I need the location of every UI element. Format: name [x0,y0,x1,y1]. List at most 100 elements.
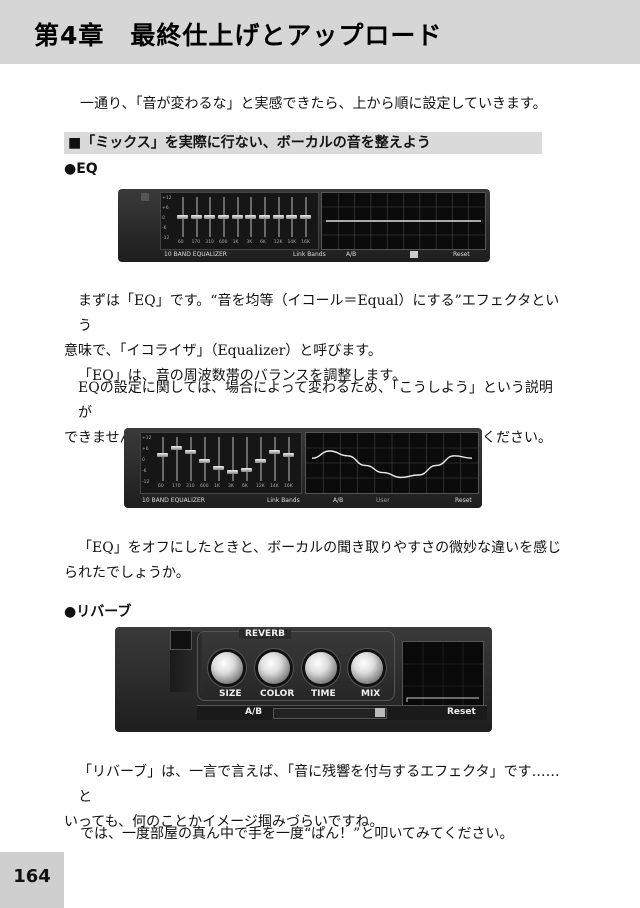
eq-band-freq-label: 170 [172,484,181,489]
mix-knob[interactable] [351,652,383,684]
eq-scale-label: -6 [162,226,167,231]
power-switch-icon[interactable] [141,193,149,201]
paragraph-line: EQの設定に関しては、場合によって変わるため、「こうしよう」という説明が [78,380,553,421]
eq-band-fader[interactable] [185,450,196,455]
eq-band-freq-label: 16K [301,240,310,245]
eq-scale-label: +12 [142,436,152,441]
eq-band-fader[interactable] [269,450,280,455]
eq-band-fader[interactable] [199,459,210,464]
time-knob[interactable] [305,652,337,684]
eq-band-track [218,437,220,481]
paragraph-line: いっても、何のことかイメージ掴みづらいですね。 [64,814,384,830]
eq-band-freq-label: 3K [228,484,234,489]
eq-band-freq-label: 16K [284,484,293,489]
paragraph-line: 「リバーブ」は、一言で言えば、「音に残響を付与するエフェクタ」です……と [78,764,560,805]
paragraph-line: 「EQ」は、音の周波数帯のバランスを調整します。 [78,368,407,384]
eq-band-fader[interactable] [217,215,229,219]
color-label: COLOR [260,689,295,699]
eq-plugin-name: 10 BAND EQUALIZER [164,251,227,258]
eq-band-freq-label: 310 [205,240,214,245]
eq-band-freq-label: 60 [177,240,184,245]
eq-band-freq-label: 14K [287,240,297,245]
page-number: 164 [0,852,64,908]
eq-scale-label: -6 [142,469,147,474]
eq-graph-svg [306,433,478,493]
ab-button[interactable]: A/B [346,251,357,258]
eq-band-fader[interactable] [259,215,271,219]
paragraph-eq-intro: まずは「EQ」です。“音を均等（イコール＝Equal）にする”エフェクタという … [64,289,564,389]
eq-plugin-name: 10 BAND EQUALIZER [142,497,205,504]
preset-select[interactable]: User [376,497,390,504]
eq-band-fader[interactable] [204,215,216,219]
paragraph-eq-off: 「EQ」をオフにしたときと、ボーカルの聞き取りやすさの微妙な違いを感じ られたで… [64,536,564,586]
eq-band-freq-label: 310 [186,484,195,489]
reverb-plugin: REVERB SIZE COLOR TIME MIX A/B Reset [115,627,492,732]
eq-band-track [288,437,290,481]
eq-band-fader[interactable] [283,452,294,457]
eq-band-fader[interactable] [255,459,266,464]
eq-band-fader[interactable] [157,452,168,457]
eq-band-track [162,437,164,481]
power-switch-icon[interactable] [170,630,192,650]
eq-band-fader[interactable] [300,215,312,219]
eq-band-fader[interactable] [213,465,224,470]
chapter-header: 第4章 最終仕上げとアップロード [0,0,640,64]
eq-band-freq-label: 14K [270,484,279,489]
eq-band-track [204,437,206,481]
eq-band-fader[interactable] [241,468,252,472]
reset-button[interactable]: Reset [447,707,476,717]
eq-band-freq-label: 600 [200,484,209,489]
eq-band-fader[interactable] [272,215,284,219]
dropdown-arrow-icon[interactable] [375,708,385,717]
eq-band-fader[interactable] [286,215,298,219]
reset-button[interactable]: Reset [453,251,470,258]
eq-band-fader[interactable] [245,215,257,219]
eq-scale-label: +6 [142,447,149,452]
eq-band-track [274,437,276,481]
eq-band-freq-label: 600 [218,240,228,245]
eq-band-freq-label: 12K [273,240,283,245]
eq-band-fader[interactable] [176,215,188,219]
eq-band-fader[interactable] [227,470,238,475]
eq-response-graph [321,192,486,250]
link-bands-button[interactable]: Link Bands [293,251,326,258]
paragraph-intro: 一通り、「音が変わるな」と実感できたら、上から順に設定していきます。 [80,92,580,117]
eq-band-freq-label: 60 [158,484,164,489]
eq-band-fader[interactable] [231,215,243,219]
subheading-reverb: ●リバーブ [64,604,132,620]
paragraph-line: 一通り、「音が変わるな」と実感できたら、上から順に設定していきます。 [80,96,547,112]
eq-band-track [260,437,262,481]
reverb-display [402,641,484,709]
dropdown-arrow-icon[interactable] [410,251,418,258]
size-knob[interactable] [211,652,243,684]
eq-band-fader[interactable] [171,446,182,450]
eq-scale-label: 0 [142,458,145,463]
paragraph-line: では、一度部屋の真ん中で手を一度“ぱん！”と叩いてみてください。 [80,826,514,842]
ab-button[interactable]: A/B [245,707,263,717]
preset-select[interactable] [273,708,387,719]
eq-band-freq-label: 1K [232,240,239,245]
reverb-decay-line [406,697,479,702]
paragraph-line: られたでしょうか。 [64,565,190,581]
link-bands-button[interactable]: Link Bands [267,497,300,504]
eq-band-freq-label: 170 [191,240,201,245]
chapter-title: 第4章 最終仕上げとアップロード [34,21,443,50]
paragraph-reverb: 「リバーブ」は、一言で言えば、「音に残響を付与するエフェクタ」です……と いって… [64,760,564,835]
eq-band-freq-label: 1K [214,484,220,489]
eq-band-track [190,437,192,481]
ab-button[interactable]: A/B [333,497,344,504]
reset-button[interactable]: Reset [455,497,472,504]
reverb-knob-area [197,631,395,701]
eq-band-track [232,437,234,481]
eq-scale-label: +12 [162,196,172,201]
color-knob[interactable] [258,652,290,684]
subheading-eq: ●EQ [64,161,98,177]
eq-band-fader[interactable] [190,215,202,219]
eq-scale-label: -12 [142,480,150,485]
mix-label: MIX [361,689,381,699]
eq-curve [311,450,473,479]
